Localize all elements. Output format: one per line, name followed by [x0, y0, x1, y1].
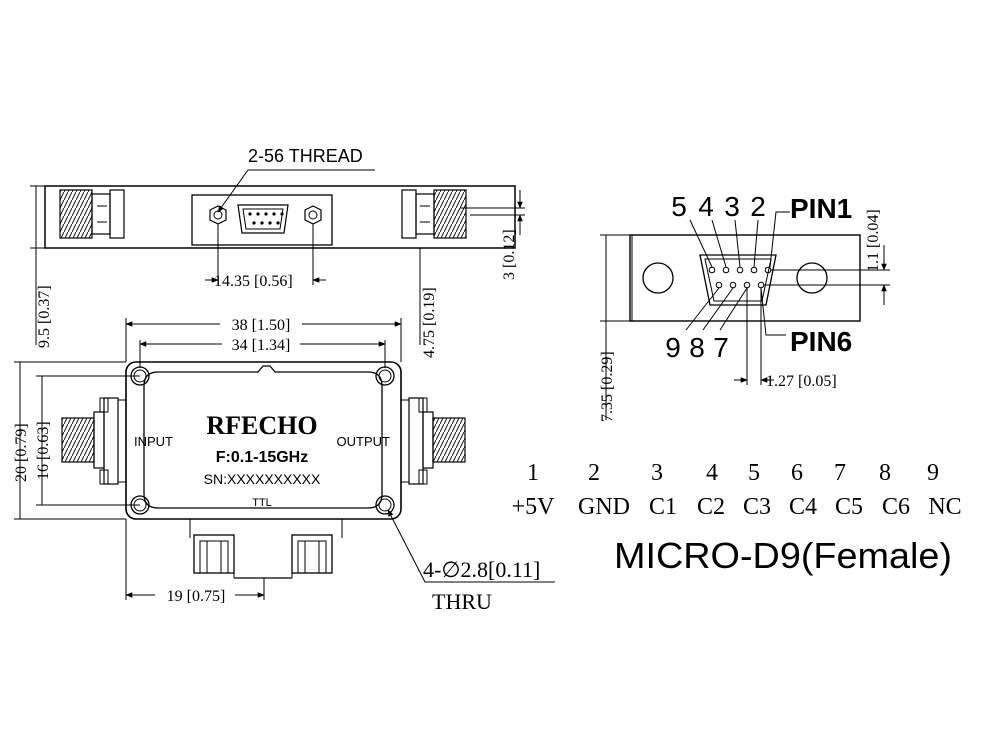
left-sma-connector-top: [59, 189, 125, 239]
dsub-flange: [191, 194, 333, 246]
dim-34: 34 [1.34]: [232, 337, 291, 354]
connector-hole-right: [796, 262, 828, 294]
pin-function-9: NC: [928, 494, 961, 520]
pin-number-4: 4: [706, 460, 718, 486]
pin-label-9: 9: [665, 332, 681, 363]
dim-20: 20 [0.79]: [13, 423, 30, 482]
pin-number-1: 1: [527, 460, 539, 486]
connector-view: 5 4 3 2 PIN1 9 8 7 PIN6 1.1 [0.04] 7.35 …: [599, 191, 890, 422]
brand-label: RFECHO: [206, 411, 317, 440]
pin-contacts: [708, 266, 772, 289]
pin-function-7: C5: [835, 494, 863, 520]
pin-number-2: 2: [588, 460, 600, 486]
pin-number-8: 8: [879, 460, 891, 486]
micro-d-shell: [699, 254, 777, 306]
front-view: RFECHO F:0.1-15GHz SN:XXXXXXXXXX TTL INP…: [13, 317, 555, 614]
mounting-hole-bottom-right: [375, 495, 395, 515]
thru-note: THRU: [432, 589, 492, 614]
right-sma-connector-top: [401, 189, 467, 239]
pin-function-5: C3: [743, 494, 771, 520]
pin-function-1: +5V: [512, 494, 556, 520]
dim-38: 38 [1.50]: [232, 317, 291, 334]
dim-9-5: 9.5 [0.37]: [36, 285, 53, 348]
right-sma-connector-front: [401, 397, 466, 485]
pin-function-4: C2: [697, 494, 725, 520]
serial-label: SN:XXXXXXXXXX: [204, 471, 321, 487]
dsub-shell-top: [237, 204, 289, 234]
pin-table: 1 2 3 4 5 6 7 8 9 +5V GND C1 C2 C3 C4 C5…: [512, 460, 962, 520]
connector-flange: [629, 234, 861, 322]
output-label: OUTPUT: [337, 434, 391, 449]
pin-label-7: 7: [713, 332, 729, 363]
input-label: INPUT: [134, 434, 173, 449]
dsub-connector-front: [189, 519, 343, 579]
front-body-outer: [125, 361, 402, 520]
connector-type-label: MICRO-D9(Female): [614, 535, 952, 576]
pin-label-4: 4: [698, 191, 714, 222]
pin-label-2: 2: [750, 191, 766, 222]
dim-7-35: 7.35 [0.29]: [599, 351, 616, 422]
pin-label-5: 5: [671, 191, 687, 222]
pin-number-3: 3: [651, 460, 663, 486]
thread-label: 2-56 THREAD: [248, 146, 363, 166]
connector-hole-left: [642, 262, 674, 294]
dim-16: 16 [0.63]: [35, 421, 52, 480]
dim-4-75: 4.75 [0.19]: [421, 287, 438, 358]
dim-14-35: 14.35 [0.56]: [214, 273, 293, 290]
pin-label-3: 3: [724, 191, 740, 222]
pin-function-2: GND: [578, 494, 630, 520]
pin-number-5: 5: [748, 460, 760, 486]
pin6-label: PIN6: [790, 326, 852, 357]
pin-function-8: C6: [882, 494, 910, 520]
right-jackscrew: [304, 205, 322, 225]
dim-19: 19 [0.75]: [167, 588, 226, 605]
pin-label-8: 8: [689, 332, 705, 363]
dim-1-1: 1.1 [0.04]: [865, 209, 882, 272]
hole-note-leader: [387, 509, 555, 583]
pin-number-7: 7: [834, 460, 846, 486]
top-view-body: [44, 185, 516, 249]
thread-leader: [217, 169, 375, 213]
pin-function-3: C1: [649, 494, 677, 520]
pin1-label: PIN1: [790, 193, 852, 224]
front-body-inner: [143, 365, 383, 509]
top-view: 2-56 THREAD 14.35 [0.56] 3 [0.12] 9.5 [0…: [30, 146, 525, 358]
left-sma-connector-front: [61, 397, 126, 485]
left-jackscrew: [209, 205, 227, 225]
dim-3: 3 [0.12]: [501, 229, 518, 280]
mounting-hole-top-right: [375, 366, 395, 386]
dim-1-27: 1.27 [0.05]: [766, 373, 837, 390]
hole-note: 4-∅2.8[0.11]: [423, 557, 540, 582]
pin-number-6: 6: [791, 460, 803, 486]
ttl-label: TTL: [252, 497, 272, 509]
pin-number-9: 9: [927, 460, 939, 486]
frequency-label: F:0.1-15GHz: [216, 449, 308, 466]
pin-function-6: C4: [789, 494, 817, 520]
